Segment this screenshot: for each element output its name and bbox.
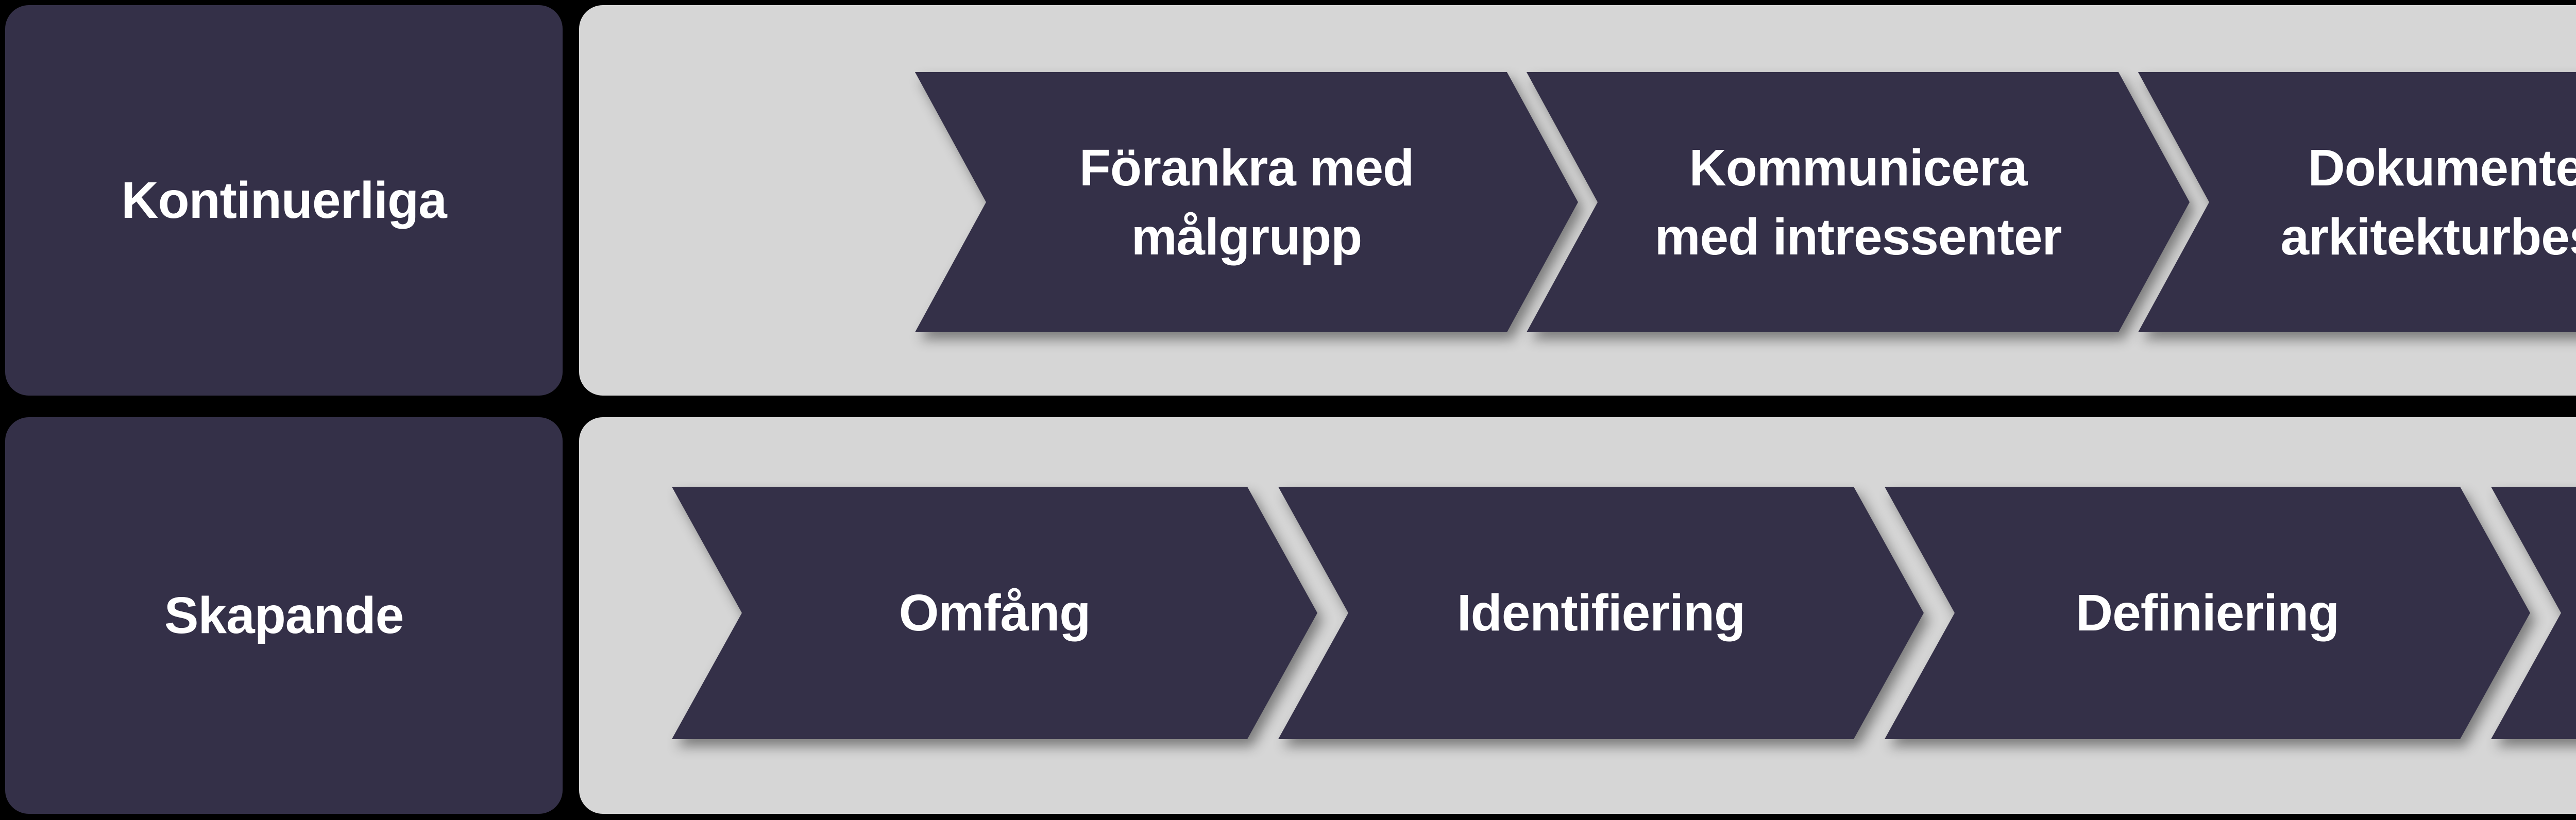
chevron-step: Förankra med målgrupp [915, 72, 1578, 332]
chevron-shape: Kommunicera med intressenter [1527, 72, 2190, 332]
chevron-shape: Omfång [672, 487, 1317, 739]
chevron-shape: Konkretisering [2491, 487, 2576, 739]
chevron-step: Kommunicera med intressenter [1527, 72, 2190, 332]
row-label-skapande: Skapande [164, 586, 404, 644]
chevron-step-label: Förankra med målgrupp [1079, 139, 1414, 266]
chevron-shape: Identifiering [1278, 487, 1924, 739]
chevron-step: Identifiering [1278, 487, 1924, 739]
row-label-kontinuerliga: Kontinuerliga [121, 171, 447, 229]
chevron-step: Konkretisering [2491, 487, 2576, 739]
row-skapande: Skapande Omfång Identifiering Definiering K… [0, 417, 2576, 814]
row-kontinuerliga: Kontinuerliga Förankra med målgrupp Kommu… [0, 5, 2576, 396]
row-panel-skapande: Omfång Identifiering Definiering Konkretise… [579, 417, 2576, 814]
chevron-step-label: Dokumentera arkitekturbeslut [2280, 139, 2576, 266]
chevron-step-label: Identifiering [1456, 584, 1745, 642]
chevron-shape: Dokumentera arkitekturbeslut [2138, 72, 2576, 332]
chevron-step: Definiering [1885, 487, 2530, 739]
chevron-step: Omfång [672, 487, 1317, 739]
chevron-step-label: Kommunicera med intressenter [1654, 139, 2062, 266]
row-label-box-skapande: Skapande [5, 417, 563, 814]
chevron-step-label: Omfång [899, 584, 1091, 642]
chevron-shape: Förankra med målgrupp [915, 72, 1578, 332]
row-label-box-kontinuerliga: Kontinuerliga [5, 5, 563, 396]
chevron-step-label: Konkretisering [2558, 578, 2576, 647]
chevron-shape: Definiering [1885, 487, 2530, 739]
chevron-step-label: Definiering [2075, 584, 2340, 642]
chevron-step: Dokumentera arkitekturbeslut [2138, 72, 2576, 332]
row-panel-kontinuerliga: Förankra med målgrupp Kommunicera med int… [579, 5, 2576, 396]
